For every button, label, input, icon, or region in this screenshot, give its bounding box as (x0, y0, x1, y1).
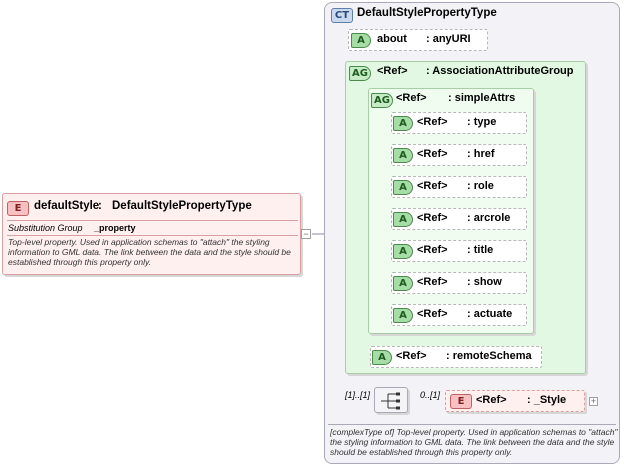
sequence-icon (381, 392, 400, 410)
child-occurrence: 0..[1] (420, 390, 441, 400)
attribute-badge: A (393, 244, 413, 259)
attribute-badge: A (393, 148, 413, 163)
substitution-group-value: _property (94, 223, 136, 233)
root-element-name: defaultStyle (34, 200, 100, 212)
root-separator-line-1 (7, 220, 298, 221)
attribute-arcrole-name: <Ref> (417, 212, 448, 224)
complex-type-separator (328, 424, 616, 425)
sequence-occurrence: [1]..[1] (345, 390, 371, 400)
attribute-remote-schema[interactable] (370, 346, 542, 368)
expand-toggle[interactable]: + (589, 396, 598, 406)
style-element-ref[interactable] (445, 390, 585, 412)
attribute-type[interactable] (391, 112, 527, 134)
attribute-href-type: : href (467, 148, 495, 160)
attribute-href[interactable] (391, 144, 527, 166)
root-separator-line-2 (7, 235, 298, 236)
attribute-actuate-name: <Ref> (417, 308, 448, 320)
attribute-badge: A (372, 350, 392, 365)
complex-type-documentation: [complexType of] Top-level property. Use… (330, 427, 618, 457)
attribute-badge: A (393, 180, 413, 195)
attribute-show-name: <Ref> (417, 276, 448, 288)
collapse-toggle[interactable]: − (301, 229, 311, 239)
ag-badge: AG (349, 66, 371, 81)
attribute-show[interactable] (391, 272, 527, 294)
element-badge: E (7, 201, 29, 216)
attribute-about[interactable] (348, 29, 488, 51)
attribute-show-type: : show (467, 276, 502, 288)
attribute-type-name: <Ref> (417, 116, 448, 128)
remote-schema-type: : remoteSchema (446, 350, 532, 362)
substitution-group-label: Substitution Group (8, 223, 83, 233)
simple-attrs-badge: AG (371, 93, 393, 108)
attribute-role[interactable] (391, 176, 527, 198)
simple-attrs-type: : simpleAttrs (448, 92, 516, 104)
attribute-badge: A (393, 276, 413, 291)
simple-attrs-name: <Ref> (396, 92, 427, 104)
attribute-arcrole[interactable] (391, 208, 527, 230)
attribute-role-type: : role (467, 180, 494, 192)
root-element-separator: : (98, 200, 102, 212)
sequence-compositor[interactable] (374, 387, 408, 413)
attribute-title-type: : title (467, 244, 494, 256)
style-ref-name: <Ref> (476, 394, 507, 406)
attribute-actuate[interactable] (391, 304, 527, 326)
root-element-type: DefaultStylePropertyType (112, 200, 252, 212)
attribute-title[interactable] (391, 240, 527, 262)
attribute-about-name: about (377, 33, 407, 45)
attribute-badge: A (393, 116, 413, 131)
attribute-arcrole-type: : arcrole (467, 212, 511, 224)
root-element-box[interactable]: E defaultStyle : DefaultStylePropertyTyp… (2, 193, 301, 275)
attribute-badge: A (351, 33, 371, 48)
attribute-about-type: : anyURI (426, 33, 471, 45)
root-documentation: Top-level property. Used in application … (8, 237, 291, 267)
attribute-badge: A (393, 212, 413, 227)
style-ref-type: : _Style (527, 394, 567, 406)
remote-schema-name: <Ref> (396, 350, 427, 362)
attribute-title-name: <Ref> (417, 244, 448, 256)
attribute-href-name: <Ref> (417, 148, 448, 160)
ag-name: <Ref> (377, 65, 408, 77)
attribute-actuate-type: : actuate (467, 308, 513, 320)
element-badge: E (450, 394, 472, 409)
complex-type-name: DefaultStylePropertyType (357, 7, 497, 19)
attribute-type-type: : type (467, 116, 497, 128)
attribute-badge: A (393, 308, 413, 323)
attribute-role-name: <Ref> (417, 180, 448, 192)
complex-type-badge: CT (331, 8, 353, 23)
ag-type: : AssociationAttributeGroup (426, 65, 574, 77)
